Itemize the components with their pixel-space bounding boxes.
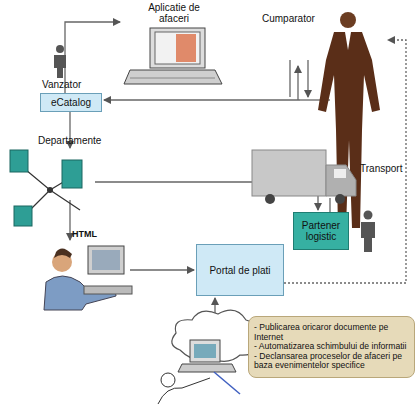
node-text: - Publicarea oricaror documente pe Inter… [254, 323, 409, 342]
buyer-figure [318, 12, 380, 228]
figure-label: HTML [72, 229, 112, 240]
worker-illustration [44, 246, 132, 310]
computer-illustration [124, 28, 222, 84]
node-text: - Declansarea proceselor de afaceri pe b… [254, 352, 409, 371]
figure-label: Vanzator [42, 79, 102, 90]
portal-box: Portal de plati [196, 244, 284, 296]
figure-label: Departamente [38, 135, 118, 146]
figure-label: Transport [360, 163, 418, 174]
connector-lines [65, 22, 406, 318]
note-box: - Publicarea oricaror documente pe Inter… [248, 316, 415, 378]
network-illustration [10, 150, 82, 226]
logistics-figure [361, 211, 375, 253]
node-text: Portal de plati [209, 265, 270, 276]
seller-figure [54, 45, 66, 78]
process-box: Partener logistic [293, 212, 349, 250]
node-text: Partener logistic [296, 220, 346, 242]
catalog-box: eCatalog [40, 93, 102, 112]
cloud-illustration [172, 310, 257, 361]
figure-label: Cumparator [262, 13, 332, 24]
node-text: - Automatizarea schimbului de informatii [254, 342, 406, 352]
figure-label: Aplicatie de afaceri [143, 2, 205, 24]
node-text: eCatalog [51, 97, 91, 108]
user-illustration [158, 340, 240, 404]
truck-illustration [252, 150, 356, 204]
